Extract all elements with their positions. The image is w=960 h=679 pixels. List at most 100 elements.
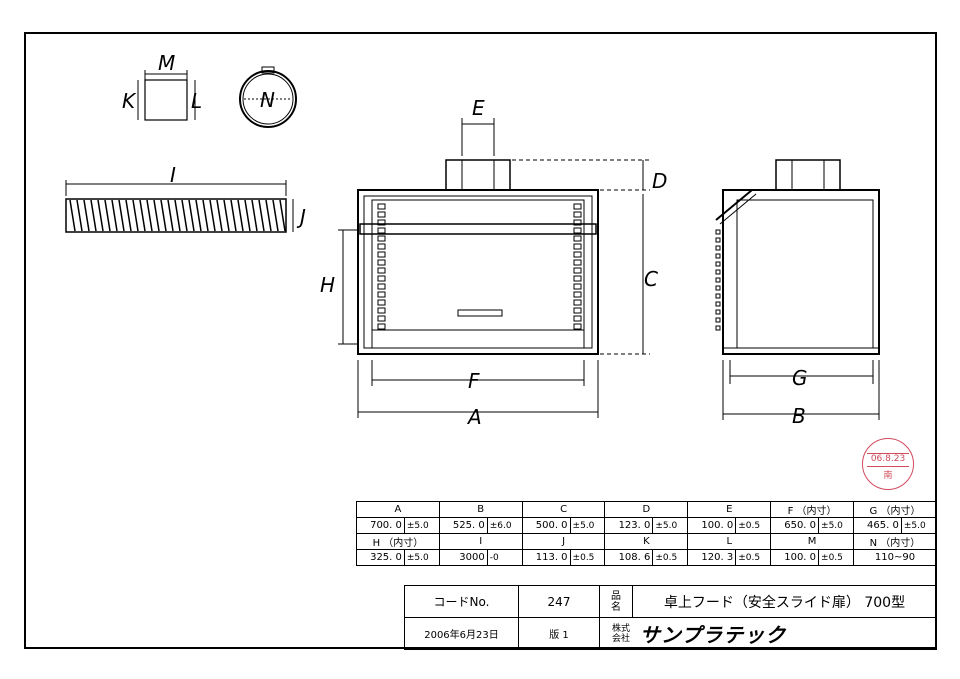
rail-slot [573,267,582,274]
spec-value: 100. 0 [770,549,820,566]
product-name-label-1: 品 [611,590,621,602]
spec-value: 525. 0 [438,517,488,534]
rail-slot [573,219,582,226]
duct-coil-line [139,199,146,232]
spec-header: K [604,533,689,550]
spec-header: E [687,501,772,518]
spec-value: 113. 0 [521,549,571,566]
spec-value-row-1: 700. 0 ±5.0 525. 0 ±6.0 500. 0 ±5.0 123.… [356,517,938,534]
duct-coil-line [125,199,132,232]
company-prefix: 株式 会社 [612,624,630,644]
duct-coil-line [69,199,76,232]
spec-value: 120. 3 [687,549,737,566]
drawing-date: 2006年6月23日 [404,617,519,650]
dim-label-d: D [652,169,667,193]
side-rail-slot [715,317,721,323]
duct-coil-line [111,199,118,232]
rail-slot [573,307,582,314]
title-row-1: コードNo. 247 品 名 卓上フード（安全スライド扉） 700型 [404,585,937,618]
side-rail-slot [715,261,721,267]
title-block: コードNo. 247 品 名 卓上フード（安全スライド扉） 700型 2006年… [404,585,937,650]
rail-slot [377,243,386,250]
duct-coil-line [167,199,174,232]
rail-slot [377,299,386,306]
spec-value: 500. 0 [521,517,571,534]
drawing-version: 版 1 [518,617,600,650]
spec-tolerance: -0 [486,549,523,566]
spec-tolerance: ±6.0 [486,517,523,534]
side-rail-slot [715,309,721,315]
rail-slot [573,291,582,298]
spec-value: 325. 0 [356,549,405,566]
rail-slot [377,259,386,266]
clamp-detail [239,66,297,128]
dim-label-h: H [320,273,335,297]
duct-coil-line [279,199,286,232]
stamp-date: 06.8.23 [870,454,906,464]
spec-tolerance: ±5.0 [403,549,440,566]
spec-tolerance: ±0.5 [735,517,772,534]
side-rail-slot [715,285,721,291]
rail-slot [573,211,582,218]
duct-coil-line [202,199,209,232]
duct-coil-line [181,199,188,232]
rail-slot [377,307,386,314]
rail-slot [573,227,582,234]
spec-header: N （内寸） [852,533,938,550]
duct-coil-line [160,199,167,232]
company-prefix-1: 株式 [612,623,631,634]
product-name-label-2: 名 [611,601,621,613]
rail-slot [377,323,386,330]
spec-header: I [438,533,523,550]
rail-slot [573,243,582,250]
dim-label-k: K [122,89,137,113]
side-rail-slot [715,245,721,251]
approval-stamp: 06.8.23 南 [862,438,914,490]
spec-value: 110~90 [852,549,938,566]
front-view [338,118,650,418]
side-rail-slot [715,293,721,299]
dim-label-e: E [472,96,485,120]
rail-slot [377,211,386,218]
spec-tolerance: ±0.5 [735,549,772,566]
spec-value: 123. 0 [604,517,654,534]
company-name: サンプラテック [639,623,787,647]
spec-value: 700. 0 [356,517,405,534]
spec-header: H （内寸） [356,533,440,550]
rail-slot [377,219,386,226]
title-row-2: 2006年6月23日 版 1 株式 会社 サンプラテック [404,617,937,650]
spec-header: L [687,533,772,550]
dim-label-j: J [296,205,306,229]
dim-label-g: G [792,366,808,390]
rail-slot [573,251,582,258]
spec-header: B [438,501,523,518]
duct-coil-line [195,199,202,232]
spec-tolerance: ±5.0 [403,517,440,534]
rail-slot [377,283,386,290]
duct-coil-line [258,199,265,232]
duct-coil-line [209,199,216,232]
spec-value: 100. 0 [687,517,737,534]
dim-label-m: M [158,51,175,75]
spec-header: G （内寸） [852,501,938,518]
spec-tolerance: ±0.5 [818,549,854,566]
side-rail-slot [715,325,721,331]
duct-coil-line [104,199,111,232]
duct-coil-line [265,199,272,232]
side-rail-slot [715,229,721,235]
spec-header: C [521,501,606,518]
spec-tolerance: ±0.5 [652,549,689,566]
dim-label-a: A [466,405,482,429]
dim-label-i: I [170,163,176,187]
rail-slot [377,267,386,274]
dim-label-n: N [260,88,275,112]
duct-coil-line [272,199,279,232]
spec-tolerance: ±5.0 [900,517,938,534]
rail-slot [377,235,386,242]
company-cell: 株式 会社 サンプラテック [599,617,937,650]
rail-slot [377,251,386,258]
rail-slot [573,283,582,290]
dim-label-b: B [792,404,806,428]
duct-coil-line [132,199,139,232]
duct-coil-line [174,199,181,232]
